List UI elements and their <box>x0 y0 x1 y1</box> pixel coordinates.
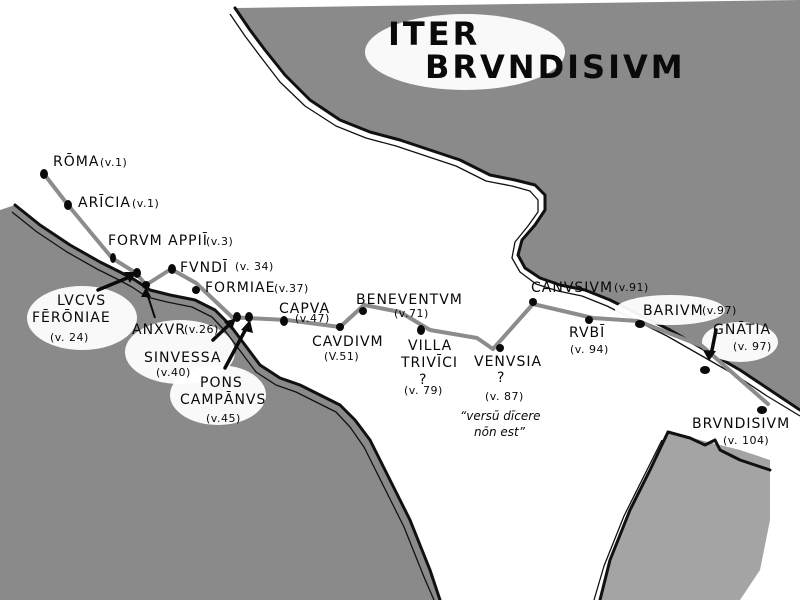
ionian-sea <box>593 430 772 600</box>
venusia-note-line-2: nōn est” <box>474 425 526 439</box>
label-rubi[interactable]: RVBĪ (v. 94) <box>569 324 609 356</box>
label-anxur[interactable]: ANXVR (v.26) <box>132 322 219 338</box>
svg-text:FORVM APPIĪ: FORVM APPIĪ <box>108 232 208 249</box>
svg-text:GNĀTIA: GNĀTIA <box>713 321 771 338</box>
title-line-1: ITER <box>388 15 480 53</box>
label-capua[interactable]: CAPVA (v.47) <box>279 301 330 325</box>
svg-text:ARĪCIA: ARĪCIA <box>78 194 131 211</box>
svg-text:(v.3): (v.3) <box>206 235 233 248</box>
svg-text:?: ? <box>497 370 505 386</box>
svg-text:BRVNDISIVM: BRVNDISIVM <box>692 416 790 432</box>
map-title: ITER BRVNDISIVM <box>388 15 686 86</box>
label-sinvessa[interactable]: SINVESSA (v.40) <box>144 350 222 379</box>
svg-text:VILLA: VILLA <box>408 338 452 354</box>
svg-text:(v.37): (v.37) <box>274 282 309 295</box>
svg-text:CAMPĀNVS: CAMPĀNVS <box>180 391 266 408</box>
label-roma[interactable]: RŌMA (v.1) <box>53 153 127 170</box>
svg-text:FORMIAE: FORMIAE <box>205 280 275 296</box>
svg-text:(v.45): (v.45) <box>206 412 241 425</box>
svg-text:(v.40): (v.40) <box>156 366 191 379</box>
stop-dot-beneventum[interactable] <box>359 307 367 315</box>
svg-text:(v.47): (v.47) <box>295 312 330 325</box>
stop-dot-villa-trivici[interactable] <box>417 325 425 335</box>
svg-text:CANVSIVM: CANVSIVM <box>531 280 613 296</box>
svg-text:RVBĪ: RVBĪ <box>569 324 605 341</box>
svg-text:(v. 104): (v. 104) <box>723 434 769 447</box>
stop-dot-forum-appii[interactable] <box>110 253 116 263</box>
svg-text:SINVESSA: SINVESSA <box>144 350 222 366</box>
label-pons-campanus[interactable]: PONS CAMPĀNVS (v.45) <box>180 375 266 425</box>
stop-dot-anxur[interactable] <box>142 281 150 289</box>
stop-dot-fundi[interactable] <box>168 264 176 274</box>
svg-text:(V.51): (V.51) <box>324 350 359 363</box>
stop-labels: RŌMA (v.1) ARĪCIA (v.1) FORVM APPIĪ (v.3… <box>32 153 790 447</box>
svg-text:VENVSIA: VENVSIA <box>474 354 542 370</box>
label-backgrounds <box>27 14 778 425</box>
label-lucus-feroniae[interactable]: LVCVS FĒRŌNIAE (v. 24) <box>32 293 111 344</box>
svg-text:(v.97): (v.97) <box>702 304 737 317</box>
route-line <box>42 172 770 406</box>
label-barium[interactable]: BARIVM (v.97) <box>643 303 737 319</box>
svg-text:BENEVENTVM: BENEVENTVM <box>356 292 463 308</box>
arrow-lucus-feroniae <box>96 274 134 292</box>
svg-text:(v.1): (v.1) <box>100 156 127 169</box>
label-fundi[interactable]: FVNDĪ (v. 34) <box>180 259 274 276</box>
svg-text:BARIVM: BARIVM <box>643 303 704 319</box>
svg-text:(v. 24): (v. 24) <box>50 331 89 344</box>
svg-text:(v.71): (v.71) <box>394 307 429 320</box>
arrow-pons-campanus <box>223 323 250 370</box>
svg-text:(v. 79): (v. 79) <box>404 384 443 397</box>
svg-text:?: ? <box>419 372 427 388</box>
svg-text:FĒRŌNIAE: FĒRŌNIAE <box>32 309 111 326</box>
svg-text:(v. 94): (v. 94) <box>570 343 609 356</box>
label-venusia[interactable]: VENVSIA ? (v. 87) “versū dīcere nōn est” <box>460 354 542 439</box>
stop-dot-aricia[interactable] <box>64 200 72 210</box>
label-aricia[interactable]: ARĪCIA (v.1) <box>78 194 159 211</box>
svg-text:TRIVĪCI: TRIVĪCI <box>400 354 458 371</box>
stop-dot-gnatia[interactable] <box>700 366 710 374</box>
svg-text:(v. 34): (v. 34) <box>235 260 274 273</box>
svg-text:(v.91): (v.91) <box>614 281 649 294</box>
label-gnatia[interactable]: GNĀTIA (v. 97) <box>713 321 772 353</box>
venusia-note-line-1: “versū dīcere <box>460 409 541 423</box>
svg-text:CAVDIVM: CAVDIVM <box>312 334 384 350</box>
label-canusium[interactable]: CANVSIVM (v.91) <box>531 280 649 296</box>
label-caudium[interactable]: CAVDIVM (V.51) <box>312 334 384 363</box>
svg-text:CAPVA: CAPVA <box>279 301 330 317</box>
label-beneventum[interactable]: BENEVENTVM (v.71) <box>356 292 463 320</box>
svg-text:RŌMA: RŌMA <box>53 153 99 170</box>
stop-dot-lucus-feroniae[interactable] <box>133 268 141 278</box>
pointer-arrows <box>96 272 718 370</box>
stop-dot-capua[interactable] <box>280 316 288 326</box>
stop-dot-formiae[interactable] <box>192 286 200 294</box>
svg-text:PONS: PONS <box>200 375 243 391</box>
stop-dot-rubi[interactable] <box>585 316 593 324</box>
stop-dot-caudium[interactable] <box>336 323 344 331</box>
stop-dot-brundisium[interactable] <box>757 406 767 414</box>
stop-dot-barium[interactable] <box>635 320 645 328</box>
svg-text:(v. 97): (v. 97) <box>733 340 772 353</box>
title-line-2: BRVNDISIVM <box>425 48 686 86</box>
svg-text:(v.1): (v.1) <box>132 197 159 210</box>
label-villa-trivici[interactable]: VILLA TRIVĪCI ? (v. 79) <box>400 338 458 397</box>
stop-dot-pons-campanus[interactable] <box>245 312 253 322</box>
stop-dot-venusia[interactable] <box>496 344 504 352</box>
svg-text:LVCVS: LVCVS <box>57 293 106 309</box>
stop-dot-roma[interactable] <box>40 169 48 179</box>
label-brundisium[interactable]: BRVNDISIVM (v. 104) <box>692 416 790 447</box>
label-formiae[interactable]: FORMIAE (v.37) <box>205 280 309 296</box>
route-stops <box>40 169 767 414</box>
svg-text:(v.26): (v.26) <box>184 323 219 336</box>
svg-text:FVNDĪ: FVNDĪ <box>180 259 228 276</box>
svg-text:(v. 87): (v. 87) <box>485 390 524 403</box>
label-forum-appii[interactable]: FORVM APPIĪ (v.3) <box>108 232 233 249</box>
svg-text:ANXVR: ANXVR <box>132 322 186 338</box>
stop-dot-canusium[interactable] <box>529 298 537 306</box>
